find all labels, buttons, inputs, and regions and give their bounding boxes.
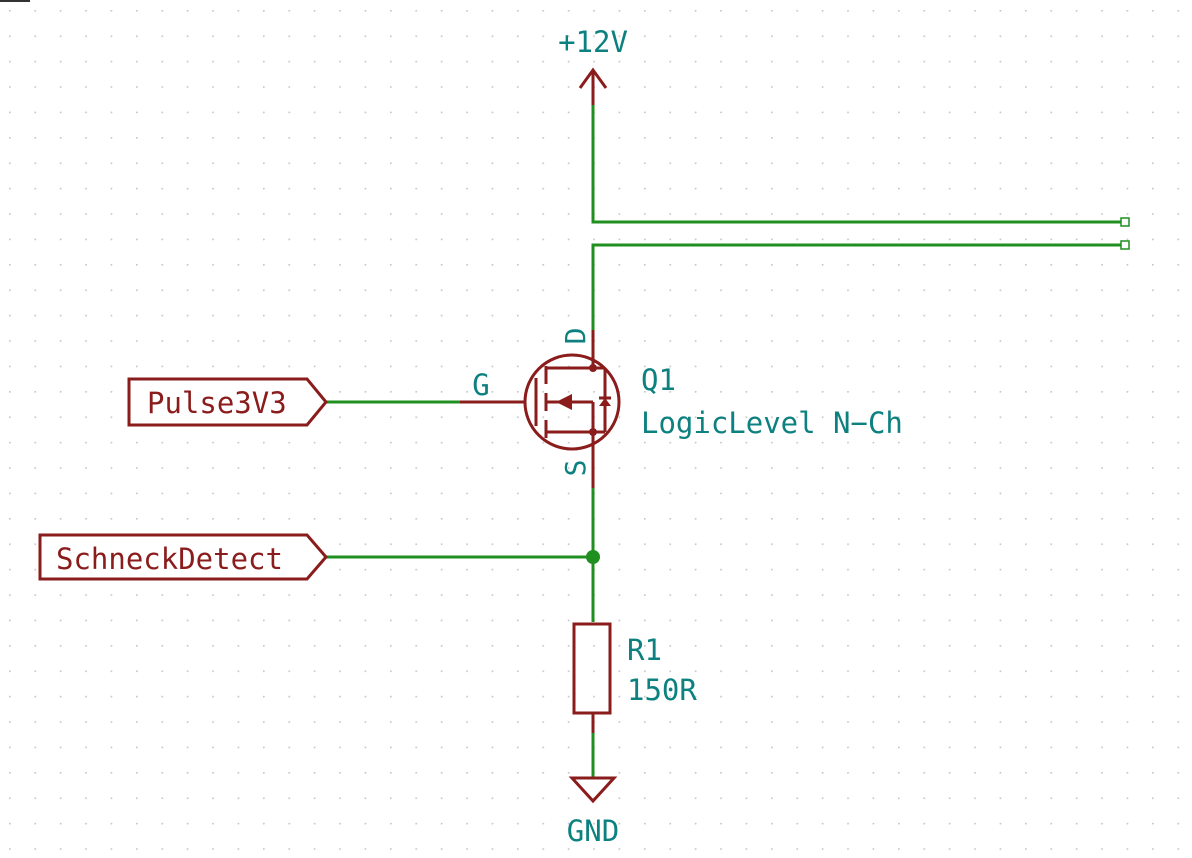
connector-pin-2[interactable] — [1120, 240, 1130, 250]
pin-gate-label: G — [472, 368, 489, 402]
r1-ref: R1 — [627, 633, 662, 667]
source-dot — [589, 428, 597, 436]
mosfet-q1[interactable] — [460, 330, 621, 488]
power-12v-symbol[interactable] — [578, 67, 608, 105]
channel-arrow — [556, 394, 572, 410]
label-schneckdetect: SchneckDetect — [56, 542, 283, 576]
pin-drain-label: D — [559, 328, 592, 345]
r1-value: 150R — [627, 673, 697, 707]
power-12v-label: +12V — [558, 25, 628, 59]
drain-dot — [589, 364, 597, 372]
pin-source-label: S — [559, 460, 592, 477]
label-pulse3v3-shape[interactable] — [127, 377, 328, 427]
wire-drain-to-connector[interactable] — [591, 243, 1125, 352]
wire-12v-to-connector[interactable] — [591, 105, 1125, 224]
corner-mark — [0, 0, 30, 2]
gnd-symbol[interactable] — [568, 776, 618, 804]
resistor-r1[interactable] — [572, 622, 612, 733]
label-schneckdetect-shape[interactable] — [38, 533, 328, 581]
junction-dot — [586, 550, 600, 564]
q1-ref: Q1 — [641, 363, 676, 397]
label-pulse3v3: Pulse3V3 — [147, 386, 287, 420]
body-diode — [599, 398, 611, 406]
q1-value: LogicLevel N−Ch — [641, 406, 903, 440]
mosfet-body — [523, 353, 621, 451]
connector-pin-1[interactable] — [1120, 217, 1130, 227]
gnd-label: GND — [567, 814, 619, 848]
wires — [326, 105, 1125, 778]
